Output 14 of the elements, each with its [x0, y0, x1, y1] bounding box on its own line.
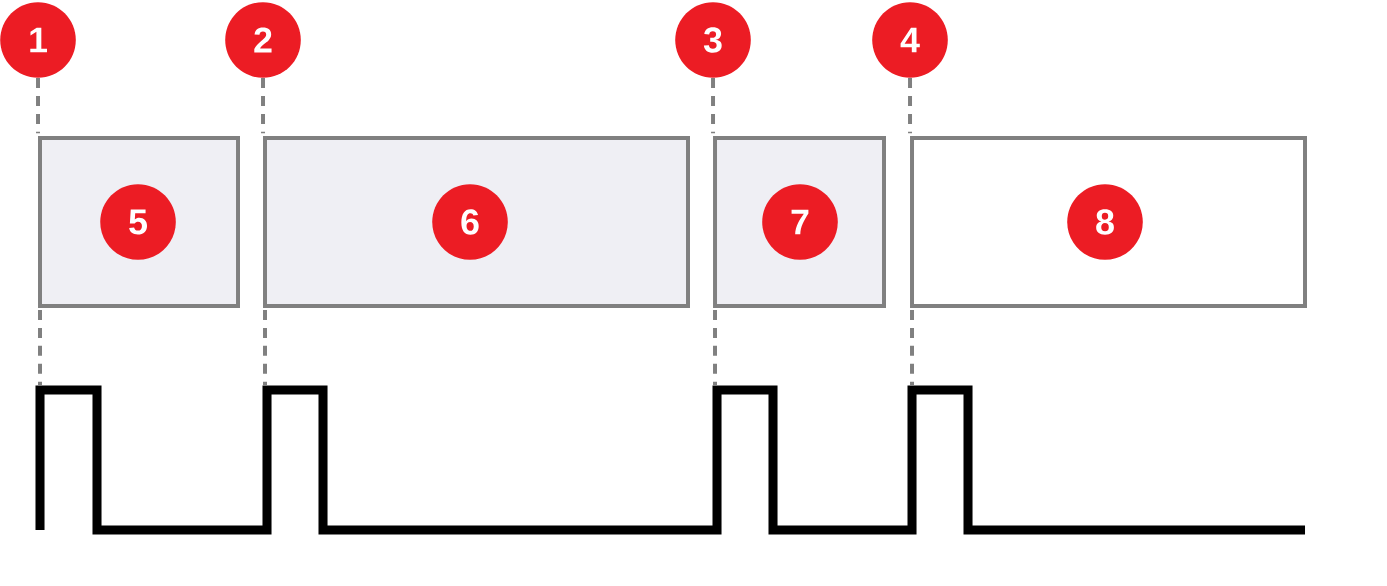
callout-number: 1: [0, 2, 76, 78]
leader-line: [261, 78, 265, 134]
leader-line: [36, 78, 40, 134]
callout-number: 6: [432, 184, 508, 260]
callout-number: 3: [675, 2, 751, 78]
callout-number: 4: [872, 2, 948, 78]
callout-number: 7: [762, 184, 838, 260]
leader-line: [711, 78, 716, 134]
callout-number: 8: [1067, 184, 1143, 260]
period-box: [910, 136, 1307, 308]
callout-number: 2: [225, 2, 301, 78]
callout-number: 5: [100, 184, 176, 260]
period-box: [263, 136, 690, 308]
leader-line: [908, 78, 912, 134]
